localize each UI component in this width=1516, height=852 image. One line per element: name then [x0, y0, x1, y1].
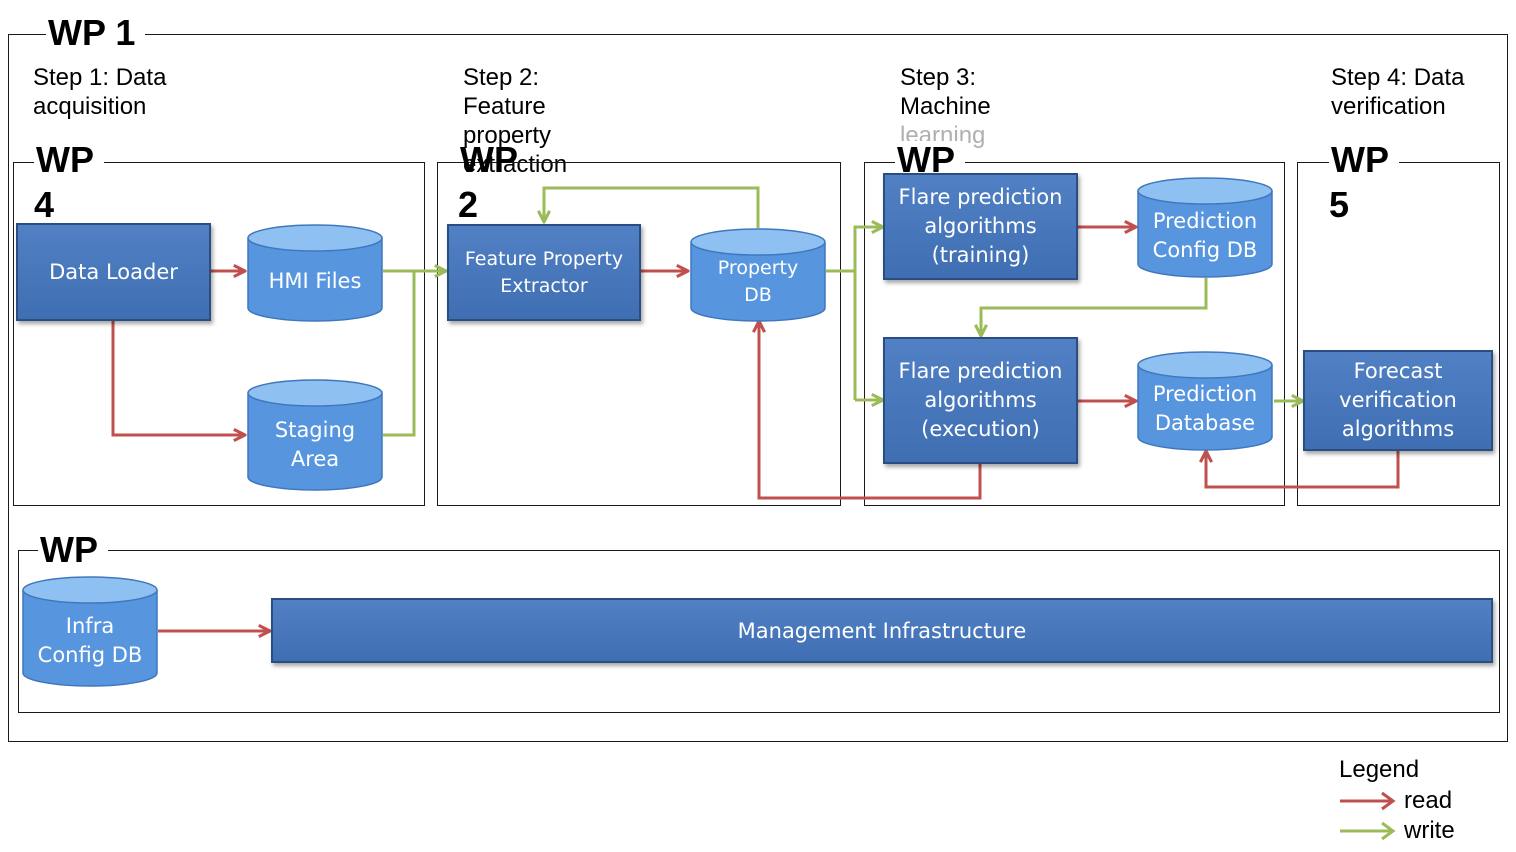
wp4-title: WP — [34, 141, 104, 179]
hmi-files-label: HMI Files — [268, 269, 362, 293]
flare-execution-box: Flare prediction algorithms (execution) — [883, 337, 1078, 464]
infra-config-db: Infra Config DB — [22, 576, 158, 687]
legend-read-arrow-icon — [1340, 791, 1396, 811]
data-loader-box: Data Loader — [16, 223, 211, 321]
wp-infra-title: WP — [38, 531, 108, 569]
management-infrastructure-box: Management Infrastructure — [271, 598, 1493, 663]
wp-infra-panel — [18, 550, 1500, 713]
step-4-label: Step 4: Data verification — [1331, 64, 1465, 120]
prediction-config-db: Prediction Config DB — [1137, 177, 1273, 278]
staging-area-db: Staging Area — [247, 379, 383, 491]
prediction-database: Prediction Database — [1137, 351, 1273, 451]
arrow-bus-to-training — [853, 227, 883, 400]
legend-title: Legend — [1339, 756, 1420, 783]
wp3-title: WP — [895, 141, 965, 179]
step-2-label: Step 2: Feature property extraction — [463, 64, 568, 178]
wp5-title: WP — [1329, 141, 1399, 179]
feature-extractor-box: Feature Property Extractor — [447, 224, 641, 321]
hmi-files-db: HMI Files — [247, 224, 383, 322]
flare-training-box: Flare prediction algorithms (training) — [883, 173, 1078, 280]
database-icon — [247, 379, 383, 491]
arrow-propertydb-to-extractor — [544, 186, 760, 228]
wp1-frame — [8, 34, 1508, 742]
wp4-panel — [13, 162, 425, 506]
step-1-label: Step 1: Data acquisition — [33, 64, 167, 120]
property-db-label: Property DB — [717, 257, 799, 306]
wp1-title: WP 1 — [46, 14, 146, 52]
database-icon — [1137, 351, 1273, 451]
arrow-forecast-to-predictiondb — [1206, 451, 1400, 489]
prediction-database-label: Prediction Database — [1152, 382, 1258, 435]
wp4-number: 4 — [34, 184, 55, 225]
database-icon — [22, 576, 158, 687]
database-icon — [247, 224, 383, 322]
arrow-staging-to-bus — [383, 271, 416, 437]
legend-read-label: read — [1404, 787, 1453, 814]
arrow-loader-to-staging — [111, 321, 245, 435]
arrow-configdb-to-execution — [981, 278, 1208, 336]
arrow-execution-to-propertydb — [759, 321, 982, 500]
staging-area-label: Staging Area — [274, 418, 356, 471]
prediction-config-db-label: Prediction Config DB — [1152, 209, 1258, 262]
step-3-text: Step 3: Machine — [900, 64, 991, 120]
wp2-number: 2 — [458, 184, 479, 225]
wp2-title: WP — [460, 139, 518, 180]
wp3-panel — [864, 162, 1285, 506]
legend-write-arrow-icon — [1340, 821, 1396, 841]
database-icon — [1137, 177, 1273, 278]
wp2-panel — [437, 162, 841, 506]
legend-write-label: write — [1404, 817, 1455, 844]
property-db: Property DB — [690, 228, 826, 322]
wp5-number: 5 — [1329, 184, 1350, 225]
infra-config-db-label: Infra Config DB — [37, 614, 143, 667]
database-icon — [690, 228, 826, 322]
forecast-verification-box: Forecast verification algorithms — [1303, 350, 1493, 451]
